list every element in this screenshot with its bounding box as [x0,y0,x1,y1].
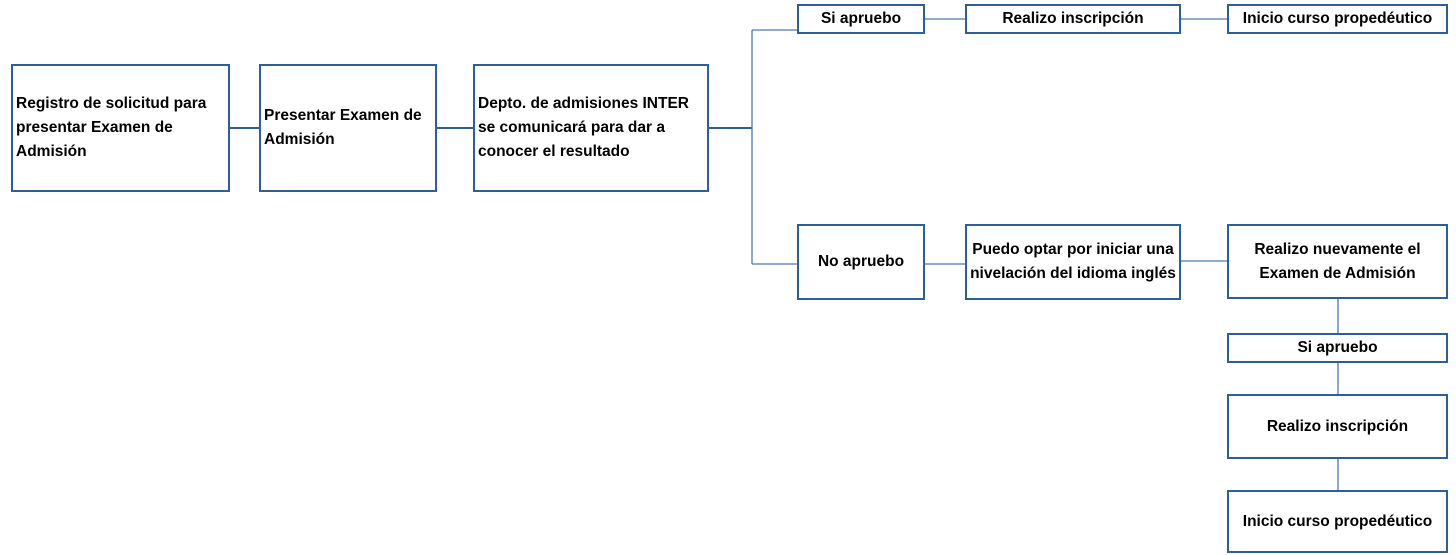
decision-si-apruebo-2: Si apruebo [1227,333,1448,363]
decision-no-apruebo-label: No apruebo [817,253,905,270]
step-registro-solicitud: Registro de solicitud para presentar Exa… [11,64,230,192]
step-realizo-inscripcion: Realizo inscripción [965,4,1181,34]
step-presentar-label: Presentar Examen de Admisión [264,107,422,148]
step-inicio-curso: Inicio curso propedéutico [1227,4,1448,34]
step-nivelacion-ingles: Puedo optar por iniciar una nivelación d… [965,224,1181,300]
step-realizo-nuevamente-label: Realizo nuevamente el Examen de Admisión [1254,240,1421,282]
step-inicio-curso-2-label: Inicio curso propedéutico [1242,512,1433,530]
step-presentar-examen: Presentar Examen de Admisión [259,64,437,192]
step-registro-label: Registro de solicitud para presentar Exa… [16,95,207,160]
decision-si-apruebo-label: Si apruebo [820,10,902,27]
step-realizo-nuevamente: Realizo nuevamente el Examen de Admisión [1227,224,1448,299]
step-depto-label: Depto. de admisiones INTER se comunicará… [478,95,690,160]
decision-no-apruebo: No apruebo [797,224,925,300]
step-realizo-inscripcion-2-label: Realizo inscripción [1266,417,1409,435]
decision-si-apruebo-2-label: Si apruebo [1297,339,1378,356]
decision-si-apruebo: Si apruebo [797,4,925,34]
step-nivelacion-label: Puedo optar por iniciar una nivelación d… [970,241,1176,282]
step-inicio-curso-2: Inicio curso propedéutico [1227,490,1448,553]
step-inicio-curso-label: Inicio curso propedéutico [1242,10,1433,27]
step-realizo-inscripcion-label: Realizo inscripción [1002,10,1144,27]
step-realizo-inscripcion-2: Realizo inscripción [1227,394,1448,459]
step-depto-admisiones: Depto. de admisiones INTER se comunicará… [473,64,709,192]
